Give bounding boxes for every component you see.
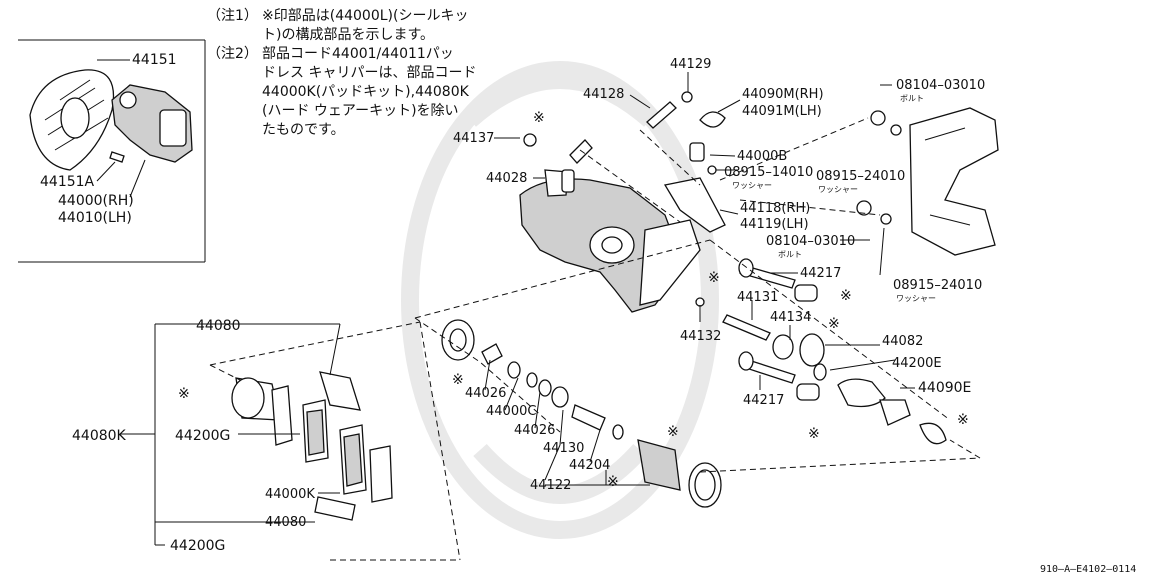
label-08915-24010-a: 08915–24010	[816, 169, 905, 184]
piston-group-drawing	[231, 319, 947, 508]
inset-box	[18, 39, 206, 263]
inset-caliper-drawing	[109, 84, 193, 163]
washer-caption-2: ワッシャー	[818, 185, 858, 194]
inset-labels: 44151 44151A 44000(RH) 44010(LH)	[40, 52, 177, 226]
label-44000-rh: 44000(RH)	[58, 193, 134, 209]
bolt-caption-1: ボルト	[900, 94, 924, 103]
label-44132: 44132	[680, 329, 721, 344]
label-44091M-lh: 44091M(LH)	[742, 104, 822, 119]
label-44204: 44204	[569, 458, 610, 473]
label-44026-a: 44026	[465, 386, 506, 401]
note1-line2: ト)の構成部品を示します。	[262, 27, 434, 43]
slide-pins-drawing	[695, 258, 820, 401]
bolt-caption-2: ボルト	[778, 250, 802, 259]
note2-line1: 部品コード44001/44011パッ	[262, 46, 454, 62]
label-44131: 44131	[737, 290, 778, 305]
caliper-body-drawing	[519, 169, 701, 313]
label-08915-24010-b: 08915–24010	[893, 278, 982, 293]
seal-kit-marks: ※ ※ ※ ※ ※ ※ ※ ※ ※ ※	[178, 110, 969, 490]
label-44010-lh: 44010(LH)	[58, 210, 132, 226]
label-44151A: 44151A	[40, 174, 95, 190]
label-44137: 44137	[453, 131, 494, 146]
label-44080K: 44080K	[72, 428, 127, 444]
star-mark: ※	[452, 372, 464, 388]
note2-line2: ドレス キャリパーは、部品コード	[262, 65, 476, 81]
label-44134: 44134	[770, 310, 811, 325]
pads-and-clips-drawing	[271, 371, 393, 521]
star-mark: ※	[808, 426, 820, 442]
note2-tag: （注2）	[207, 46, 258, 62]
star-mark: ※	[178, 386, 190, 402]
washer-caption-1: ワッシャー	[732, 181, 772, 190]
seal-kit-outline	[414, 239, 981, 473]
label-08104-03010-a: 08104–03010	[896, 78, 985, 93]
label-44080-bot: 44080	[265, 515, 306, 530]
star-mark: ※	[957, 412, 969, 428]
label-44130: 44130	[543, 441, 584, 456]
label-44000C: 44000C	[486, 404, 536, 419]
label-44090M-rh: 44090M(RH)	[742, 87, 824, 102]
leader-lines	[96, 59, 915, 546]
part-labels: 44129 44128 44090M(RH) 44091M(LH) 44137 …	[72, 57, 985, 554]
label-08104-03010-b: 08104–03010	[766, 234, 855, 249]
note1-tag: （注1）	[207, 8, 258, 24]
star-mark: ※	[667, 424, 679, 440]
star-mark: ※	[840, 288, 852, 304]
label-44200E: 44200E	[892, 356, 942, 371]
notes-block: （注1） ※印部品は(44000L)(シールキッ ト)の構成部品を示します。 （…	[207, 8, 476, 138]
label-44118-rh: 44118(RH)	[740, 201, 810, 216]
diagram-code: 910–A–E4102–0114	[1040, 564, 1136, 575]
label-44200G-b: 44200G	[170, 538, 225, 554]
upper-dashed-guides	[579, 117, 881, 223]
pad-kit-outline	[209, 321, 461, 561]
star-mark: ※	[533, 110, 545, 126]
star-mark: ※	[607, 474, 619, 490]
label-44000K: 44000K	[265, 487, 315, 502]
star-mark: ※	[708, 270, 720, 286]
dust-shield-drawing	[29, 69, 115, 171]
label-44129: 44129	[670, 57, 711, 72]
label-44217-a: 44217	[800, 266, 841, 281]
mounting-bracket-drawing	[909, 107, 999, 256]
small-parts-upper	[523, 91, 902, 233]
note2-line4: (ハード ウェアーキット)を除い	[262, 103, 459, 119]
label-44026-b: 44026	[514, 423, 555, 438]
label-44028: 44028	[486, 171, 527, 186]
label-44151: 44151	[132, 52, 177, 68]
watermark-emblem	[401, 61, 719, 539]
washer-caption-3: ワッシャー	[896, 294, 936, 303]
label-44000B: 44000B	[737, 149, 787, 164]
note1-line1: ※印部品は(44000L)(シールキッ	[262, 8, 468, 24]
label-44080-top: 44080	[196, 318, 241, 334]
label-44090E: 44090E	[918, 380, 971, 396]
star-mark: ※	[828, 316, 840, 332]
note2-line3: 44000K(パッドキット),44080K	[262, 84, 470, 100]
label-44200G-a: 44200G	[175, 428, 230, 444]
note2-line5: たものです。	[262, 122, 345, 138]
label-08915-14010: 08915–14010	[724, 165, 813, 180]
label-44082: 44082	[882, 334, 923, 349]
label-44217-b: 44217	[743, 393, 784, 408]
label-44128: 44128	[583, 87, 624, 102]
label-44122: 44122	[530, 478, 571, 493]
label-44119-lh: 44119(LH)	[740, 217, 809, 232]
